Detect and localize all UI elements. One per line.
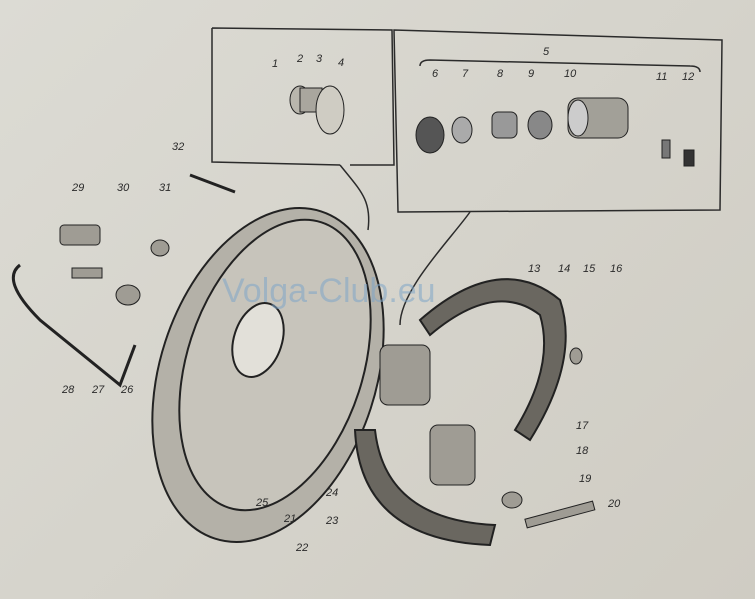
part-label-22: 22 <box>295 542 308 554</box>
inset-frame-left <box>211 27 395 166</box>
part-label-2: 2 <box>296 53 303 65</box>
wheel-cylinder-parts <box>289 85 695 167</box>
part-label-25: 25 <box>255 497 269 509</box>
watermark: Volga-Club.eu <box>222 272 436 310</box>
part-label-9: 9 <box>528 68 534 80</box>
part-label-6: 6 <box>432 68 439 80</box>
part-label-4: 4 <box>338 57 344 69</box>
part-label-3: 3 <box>316 53 323 65</box>
part-label-26: 26 <box>120 384 134 396</box>
backing-plate <box>151 207 385 543</box>
part-label-27: 27 <box>91 384 105 396</box>
part-label-28: 28 <box>61 384 75 396</box>
inset-leader-2 <box>399 211 471 326</box>
part-label-17: 17 <box>576 420 589 432</box>
inset-frame-right <box>393 29 723 213</box>
small-parts <box>11 173 596 529</box>
part-label-15: 15 <box>583 263 596 275</box>
part-label-32: 32 <box>172 141 184 153</box>
part-label-21: 21 <box>283 513 296 525</box>
brake-shoes <box>353 278 567 547</box>
part-label-18: 18 <box>576 445 589 457</box>
part-label-14: 14 <box>558 263 570 275</box>
inset-leader <box>339 164 370 231</box>
group-bracket-5 <box>419 59 701 73</box>
part-label-8: 8 <box>497 68 504 80</box>
part-label-20: 20 <box>607 498 621 510</box>
part-label-19: 19 <box>579 473 591 485</box>
part-label-31: 31 <box>159 182 171 194</box>
part-label-12: 12 <box>682 71 694 83</box>
part-label-13: 13 <box>528 263 541 275</box>
part-label-16: 16 <box>610 263 623 275</box>
part-label-5: 5 <box>543 46 550 58</box>
part-label-30: 30 <box>117 182 130 194</box>
part-label-1: 1 <box>272 58 278 70</box>
part-label-10: 10 <box>564 68 577 80</box>
part-label-29: 29 <box>71 182 84 194</box>
part-label-11: 11 <box>656 71 667 83</box>
part-label-7: 7 <box>462 68 469 80</box>
part-label-24: 24 <box>325 487 338 499</box>
part-label-23: 23 <box>325 515 339 527</box>
